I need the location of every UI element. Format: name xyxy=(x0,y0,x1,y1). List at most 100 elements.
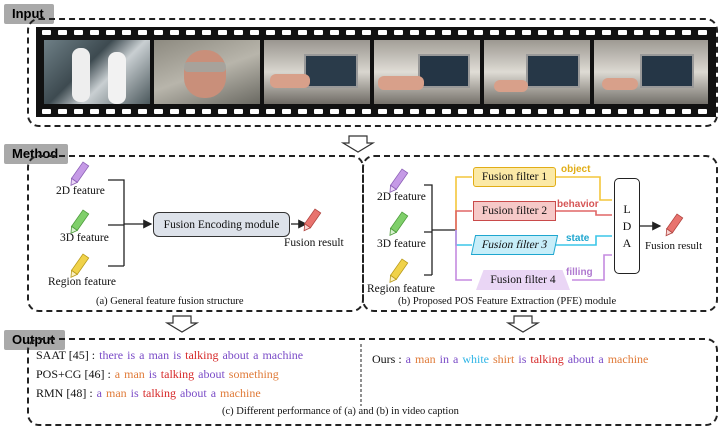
film-perforation xyxy=(234,30,243,35)
caption-word: a xyxy=(405,352,411,366)
film-perforation xyxy=(282,109,291,114)
caption-word: something xyxy=(228,367,279,381)
output-caption: (c) Different performance of (a) and (b)… xyxy=(222,406,459,417)
film-perforation xyxy=(90,30,99,35)
lda-letter: A xyxy=(622,235,632,250)
caption-word: man xyxy=(124,367,145,381)
output-prefix: SAAT [45] : xyxy=(36,348,96,362)
caption-word: there xyxy=(99,348,124,362)
film-perforation xyxy=(218,30,227,35)
caption-word: man xyxy=(106,386,127,400)
fusion-filter-4: Fusion filter 4 xyxy=(476,270,570,290)
caption-word: is xyxy=(130,386,139,400)
film-perforation xyxy=(666,109,675,114)
film-perforation xyxy=(234,109,243,114)
film-perforation xyxy=(282,30,291,35)
output-prefix: POS+CG [46] : xyxy=(36,367,111,381)
film-perforation xyxy=(426,30,435,35)
caption-word: in xyxy=(439,352,450,366)
film-perforation xyxy=(426,109,435,114)
fusion-filter-1: Fusion filter 1 xyxy=(473,167,556,187)
film-perforation xyxy=(170,30,179,35)
caption-word: man xyxy=(415,352,436,366)
film-perforation xyxy=(378,30,387,35)
film-perforation xyxy=(42,30,51,35)
film-perforation xyxy=(106,30,115,35)
right-feature-2d: 2D feature xyxy=(377,191,426,203)
pencil-green-icon-left xyxy=(70,209,90,234)
down-arrow-icon xyxy=(505,315,541,333)
right-caption: (b) Proposed POS Feature Extraction (PFE… xyxy=(398,296,617,307)
film-perforation xyxy=(442,109,451,114)
fusion-filter-3: Fusion filter 3 xyxy=(470,235,559,255)
film-perforation xyxy=(362,30,371,35)
film-perforation xyxy=(250,109,259,114)
film-perforation xyxy=(250,30,259,35)
film-perforation xyxy=(538,109,547,114)
pencil-red-icon-right xyxy=(665,213,684,237)
film-perforation xyxy=(570,109,579,114)
right-feature-region: Region feature xyxy=(367,283,436,295)
output-divider xyxy=(360,344,362,406)
pencil-red-icon-left xyxy=(303,208,322,232)
video-filmstrip xyxy=(36,27,716,117)
caption-word: a xyxy=(253,348,259,362)
caption-word: is xyxy=(127,348,136,362)
right-feature-3d: 3D feature xyxy=(377,238,426,250)
film-perforation xyxy=(394,109,403,114)
tag-object: object xyxy=(561,164,591,175)
film-perforation xyxy=(122,30,131,35)
film-perforation xyxy=(506,30,515,35)
film-perforation xyxy=(698,30,707,35)
film-perforation xyxy=(74,109,83,114)
film-perforation xyxy=(378,109,387,114)
video-frame-4 xyxy=(374,40,480,104)
film-perforation xyxy=(314,30,323,35)
caption-word: a xyxy=(114,367,121,381)
film-perforation xyxy=(522,30,531,35)
film-perforation xyxy=(474,30,483,35)
method-right-box xyxy=(362,155,718,312)
video-frame-6 xyxy=(594,40,708,104)
caption-word: shirt xyxy=(493,352,515,366)
film-perforation xyxy=(218,109,227,114)
film-perforation xyxy=(346,109,355,114)
film-perforation xyxy=(202,109,211,114)
film-perforation xyxy=(410,109,419,114)
output-prefix: Ours : xyxy=(372,352,402,366)
film-perforation xyxy=(298,109,307,114)
output-box xyxy=(27,338,718,426)
pencil-purple-icon-right xyxy=(389,168,409,193)
film-perforation xyxy=(330,30,339,35)
film-perforation xyxy=(474,109,483,114)
caption-word: talking xyxy=(185,348,219,362)
fusion-filter-2: Fusion filter 2 xyxy=(473,201,556,221)
film-perforation xyxy=(682,30,691,35)
film-perforation xyxy=(138,30,147,35)
right-fusion-result: Fusion result xyxy=(645,240,703,252)
film-perforation xyxy=(154,30,163,35)
caption-word: white xyxy=(462,352,490,366)
video-frame-2 xyxy=(154,40,260,104)
film-perforation xyxy=(410,30,419,35)
film-perforation xyxy=(298,30,307,35)
film-perforation xyxy=(186,30,195,35)
lda-letter: D xyxy=(622,218,632,233)
film-perforation xyxy=(650,109,659,114)
pencil-purple-icon-left xyxy=(70,161,90,186)
film-perforation xyxy=(618,30,627,35)
left-feature-3d: 3D feature xyxy=(60,232,109,244)
left-feature-region: Region feature xyxy=(48,276,117,288)
film-perforation xyxy=(490,109,499,114)
film-perforation xyxy=(74,30,83,35)
film-perforation xyxy=(330,109,339,114)
fusion-encoding-module: Fusion Encoding module xyxy=(153,212,290,237)
film-perforation xyxy=(698,109,707,114)
lda-box: L D A xyxy=(614,178,640,274)
film-perforation xyxy=(314,109,323,114)
film-perforation xyxy=(586,109,595,114)
film-perforation xyxy=(58,30,67,35)
down-arrow-icon xyxy=(340,135,376,153)
caption-word: is xyxy=(148,367,157,381)
